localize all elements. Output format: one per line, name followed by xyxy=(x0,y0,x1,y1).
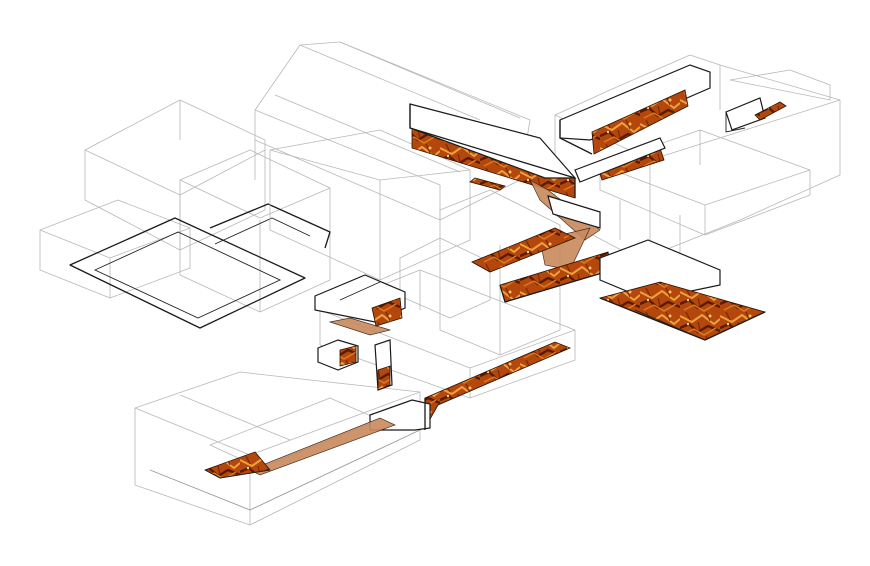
upper-right-gallery xyxy=(559,64,711,183)
front-long-ramp xyxy=(204,417,396,479)
front-gallery-strip xyxy=(369,341,572,431)
upper-gallery-strip xyxy=(409,103,577,199)
left-wing-context xyxy=(39,99,331,313)
right-connector-box xyxy=(598,239,767,341)
small-kiosk xyxy=(317,339,393,391)
central-stair-landing xyxy=(471,227,613,303)
courtyard-outline xyxy=(69,203,331,329)
central-hall-context xyxy=(254,41,561,356)
far-right-room xyxy=(725,97,787,133)
pavilion-box xyxy=(314,274,406,336)
central-ramp xyxy=(529,179,601,271)
